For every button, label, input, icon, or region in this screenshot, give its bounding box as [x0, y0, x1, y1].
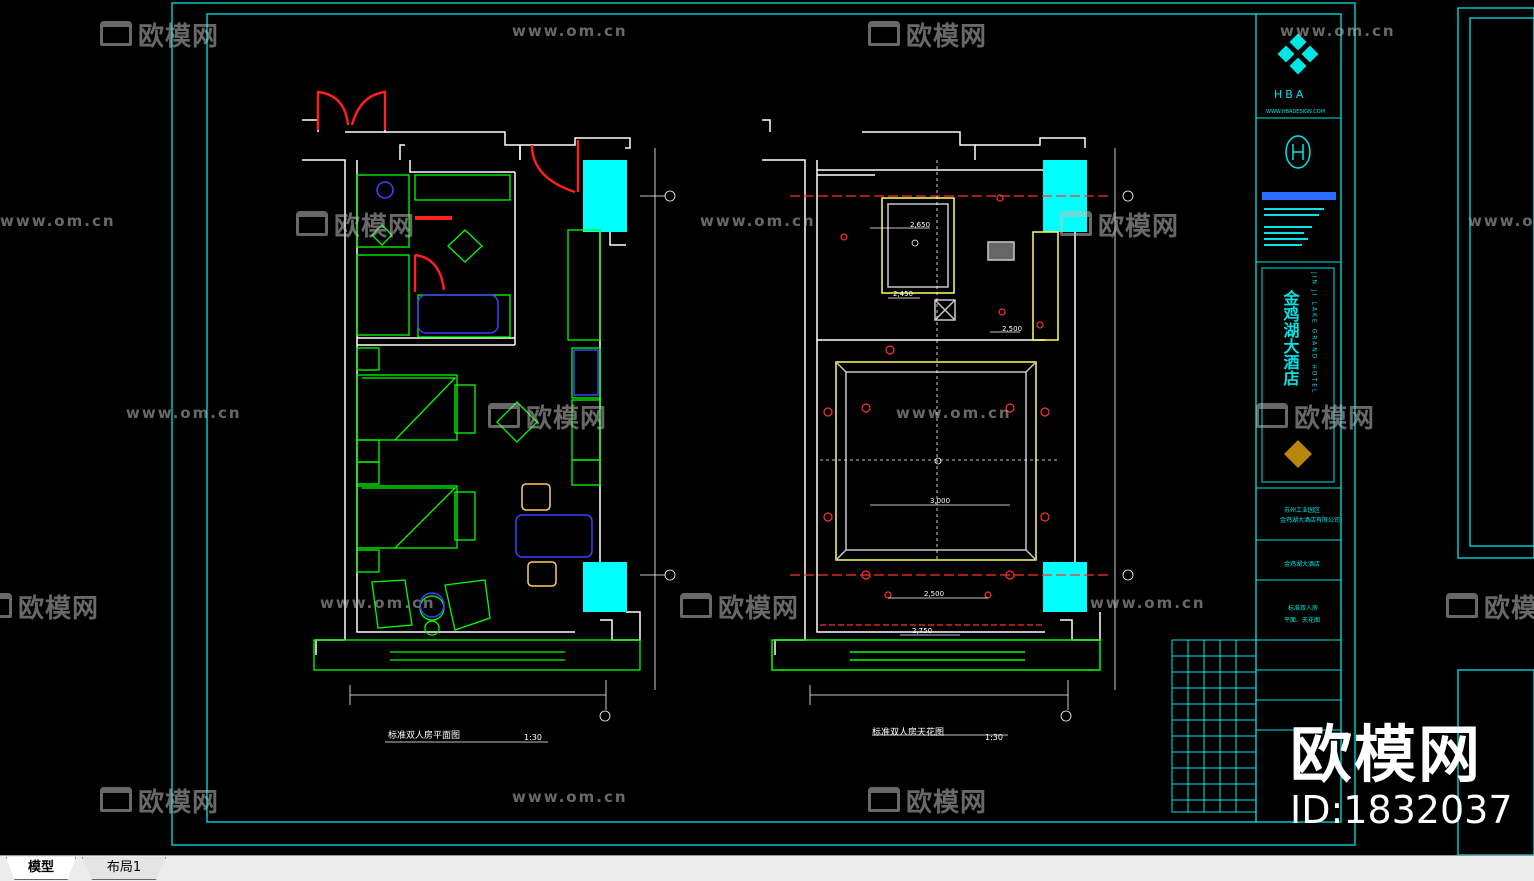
firm-contact-lines	[1264, 208, 1324, 246]
watermark-logo: 欧模网	[296, 206, 415, 243]
ceiling-dim-label: 2,500	[1002, 325, 1022, 333]
cad-drawing-canvas[interactable]: 标准双人房平面图 1:30	[0, 0, 1534, 855]
sofa-icon	[0, 593, 12, 618]
firm-name: HBA	[1274, 88, 1306, 101]
cad-model-viewport[interactable]: 标准双人房平面图 1:30	[0, 0, 1534, 855]
firm-banner	[1262, 192, 1336, 200]
floor-plan: 标准双人房平面图 1:30	[302, 90, 676, 743]
ceiling-title: 标准双人房天花图	[872, 726, 944, 738]
watermark-url: www.om.cn	[1090, 594, 1206, 612]
watermark-url: www.om.cn	[126, 404, 242, 422]
ceiling-dim-label: 2,750	[912, 627, 932, 635]
ceiling-coffers	[771, 197, 1101, 671]
sofa-icon	[868, 21, 900, 46]
watermark-logo: 欧模网	[0, 588, 99, 625]
sofa-icon	[1060, 211, 1092, 236]
sheet-title-line2: 平面、天花图	[1284, 616, 1320, 624]
plan-columns	[583, 160, 627, 612]
client-line2: 金鸡湖大酒店有限公司	[1280, 516, 1340, 524]
watermark-logo: 欧模网	[488, 398, 607, 435]
tab-model[interactable]: 模型	[6, 857, 76, 880]
ceiling-scale: 1:30	[985, 733, 1003, 742]
plan-dimensions	[349, 148, 676, 743]
hotel-emblem-icon	[1284, 440, 1312, 468]
sofa-icon	[680, 593, 712, 618]
watermark-logo: 欧模网	[680, 588, 799, 625]
watermark-url: www.om.cn	[512, 22, 628, 40]
watermark-logo: 欧模网	[868, 16, 987, 53]
entry-doors	[316, 90, 580, 292]
hotel-name: 金鸡湖大酒店	[1281, 289, 1301, 387]
sofa-icon	[296, 211, 328, 236]
ceiling-dim-label: 2,500	[924, 590, 944, 598]
client-line1: 苏州工业园区	[1284, 506, 1320, 514]
sofa-icon	[1256, 403, 1288, 428]
sofa-icon	[100, 787, 132, 812]
sofa-icon	[488, 403, 520, 428]
watermark-url: www.om.cn	[1468, 212, 1534, 230]
layout-tab-bar: 模型 布局1	[0, 855, 1534, 881]
ceiling-lights	[790, 194, 1110, 626]
ceiling-plan: 2,650 2,450 2,500 3,000 2,500 2,750 标准双人…	[762, 119, 1134, 742]
watermark-url: www.om.cn	[512, 788, 628, 806]
tab-layout1[interactable]: 布局1	[82, 857, 166, 880]
watermark-url: www.om.cn	[0, 212, 116, 230]
watermark-logo: 欧模网	[100, 16, 219, 53]
plan-loose-furniture	[376, 181, 599, 618]
hotel-seal-icon	[1285, 135, 1311, 169]
ceiling-dimensions	[809, 148, 1134, 736]
watermark-url: www.om.cn	[700, 212, 816, 230]
watermark-id: ID:1832037	[1290, 788, 1513, 832]
watermark-logo: 欧模网	[1446, 588, 1534, 625]
watermark-corner: 欧模网 ID:1832037	[1290, 718, 1513, 833]
plan-scale: 1:30	[524, 733, 542, 742]
watermark-url: www.om.cn	[1280, 22, 1396, 40]
ceiling-walls	[762, 119, 1101, 655]
ceiling-dim-label: 2,650	[910, 221, 930, 229]
plan-title: 标准双人房平面图	[388, 729, 460, 741]
sheet-title-line1: 标准双人房	[1288, 604, 1318, 612]
ceiling-dim-label: 2,450	[893, 290, 913, 298]
project-name: 金鸡湖大酒店	[1284, 560, 1320, 568]
watermark-logo: 欧模网	[868, 782, 987, 819]
sofa-icon	[1446, 593, 1478, 618]
watermark-logo: 欧模网	[1060, 206, 1179, 243]
watermark-url: www.om.cn	[896, 404, 1012, 422]
watermark-logo: 欧模网	[1256, 398, 1375, 435]
watermark-brand-large: 欧模网	[1290, 718, 1483, 791]
watermark-url: www.om.cn	[320, 594, 436, 612]
sofa-icon	[100, 21, 132, 46]
watermark-logo: 欧模网	[100, 782, 219, 819]
ceiling-dim-labels: 2,650 2,450 2,500 3,000 2,500 2,750	[893, 221, 1022, 635]
firm-website: WWW.HBADESIGN.COM	[1266, 109, 1325, 115]
ceiling-dim-label: 3,000	[930, 497, 950, 505]
hotel-name-en: JIN JI LAKE GRAND HOTEL	[1311, 271, 1318, 394]
sofa-icon	[868, 787, 900, 812]
